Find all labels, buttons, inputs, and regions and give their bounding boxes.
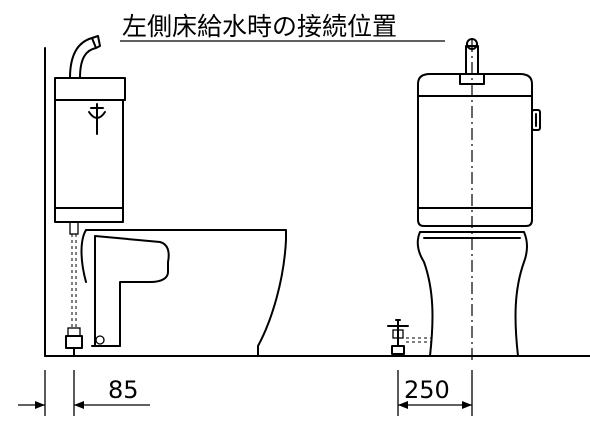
side-tank-lid	[54, 77, 126, 101]
diagram-title: 左側床給水時の接続位置	[122, 12, 397, 41]
side-supply-pipe-top	[69, 221, 79, 235]
side-bowl	[85, 229, 287, 357]
side-stop-valve	[65, 335, 83, 349]
side-view	[54, 35, 287, 357]
side-faucet	[69, 37, 97, 79]
flush-lever-icon	[88, 103, 106, 135]
front-supply-hose	[406, 337, 432, 343]
dimension-85: 85	[18, 370, 150, 416]
front-tank	[417, 95, 533, 227]
side-tank	[54, 99, 124, 223]
dimension-85-label: 85	[108, 376, 139, 404]
side-supply-hose	[71, 234, 77, 330]
dimension-250: 250	[397, 370, 473, 416]
front-lever	[531, 109, 541, 131]
dimension-250-label: 250	[404, 376, 450, 404]
front-bowl	[416, 231, 528, 357]
front-stop-valve	[387, 319, 409, 347]
front-view	[387, 38, 541, 362]
front-tank-lid	[417, 73, 533, 97]
